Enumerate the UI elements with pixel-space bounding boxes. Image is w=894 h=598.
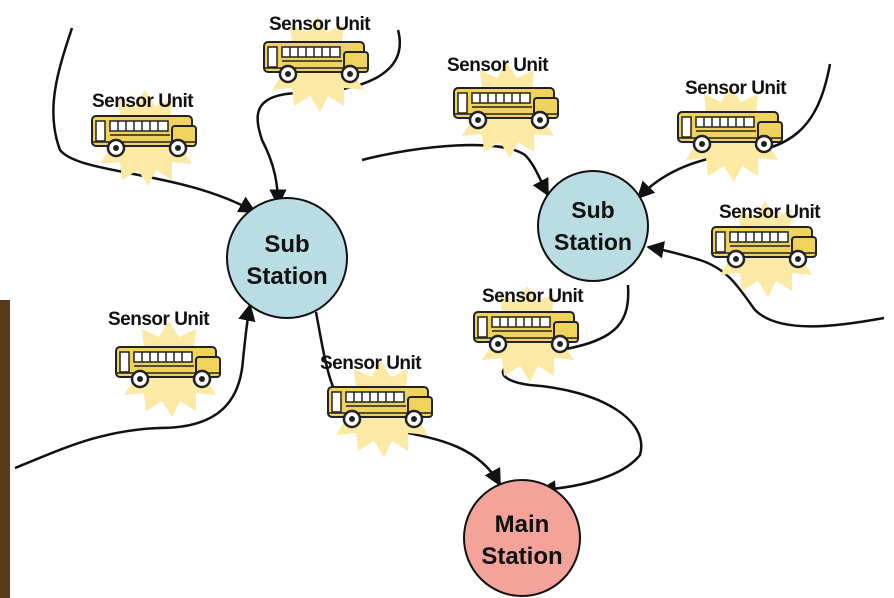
sub-station-circle bbox=[226, 197, 348, 319]
left-edge-strip bbox=[0, 300, 10, 598]
sensor-unit-label: Sensor Unit bbox=[719, 202, 821, 223]
sub-station-left: Sub Station bbox=[226, 197, 348, 319]
main-station-circle bbox=[463, 479, 581, 597]
link-lower-left-to-sub-left bbox=[14, 303, 256, 470]
sensor-unit-label: Sensor Unit bbox=[482, 286, 584, 307]
sensor-unit bbox=[676, 86, 784, 182]
sensor-unit-label: Sensor Unit bbox=[447, 55, 549, 76]
sensor-unit bbox=[326, 361, 434, 457]
sub-station-label-line2: Station bbox=[554, 229, 632, 255]
sub-station-label-line2: Station bbox=[246, 263, 327, 290]
link-right-to-sub-right bbox=[646, 241, 885, 328]
sensor-unit bbox=[452, 62, 560, 158]
link-left-top-to-sub-left bbox=[52, 27, 257, 214]
main-station-label-line1: Main bbox=[495, 511, 550, 538]
sensor-unit-label: Sensor Unit bbox=[685, 78, 787, 99]
sub-station-right: Sub Station bbox=[537, 170, 649, 282]
link-sub-right-to-main bbox=[501, 284, 643, 498]
sensor-unit bbox=[114, 321, 222, 417]
connection-lines bbox=[14, 27, 885, 498]
sensor-unit-label: Sensor Unit bbox=[320, 353, 422, 374]
sub-station-label-line1: Sub bbox=[264, 231, 309, 258]
main-station: Main Station bbox=[463, 479, 581, 597]
sub-station-label-line1: Sub bbox=[571, 197, 614, 223]
sub-station-circle bbox=[537, 170, 649, 282]
sensor-unit-label: Sensor Unit bbox=[92, 91, 194, 112]
main-station-label-line2: Station bbox=[481, 543, 562, 570]
sensor-unit-label: Sensor Unit bbox=[108, 309, 210, 330]
link-top-to-sub-left bbox=[256, 29, 401, 207]
link-mid-to-sub-right bbox=[361, 143, 550, 197]
sensor-unit-label: Sensor Unit bbox=[269, 14, 371, 35]
